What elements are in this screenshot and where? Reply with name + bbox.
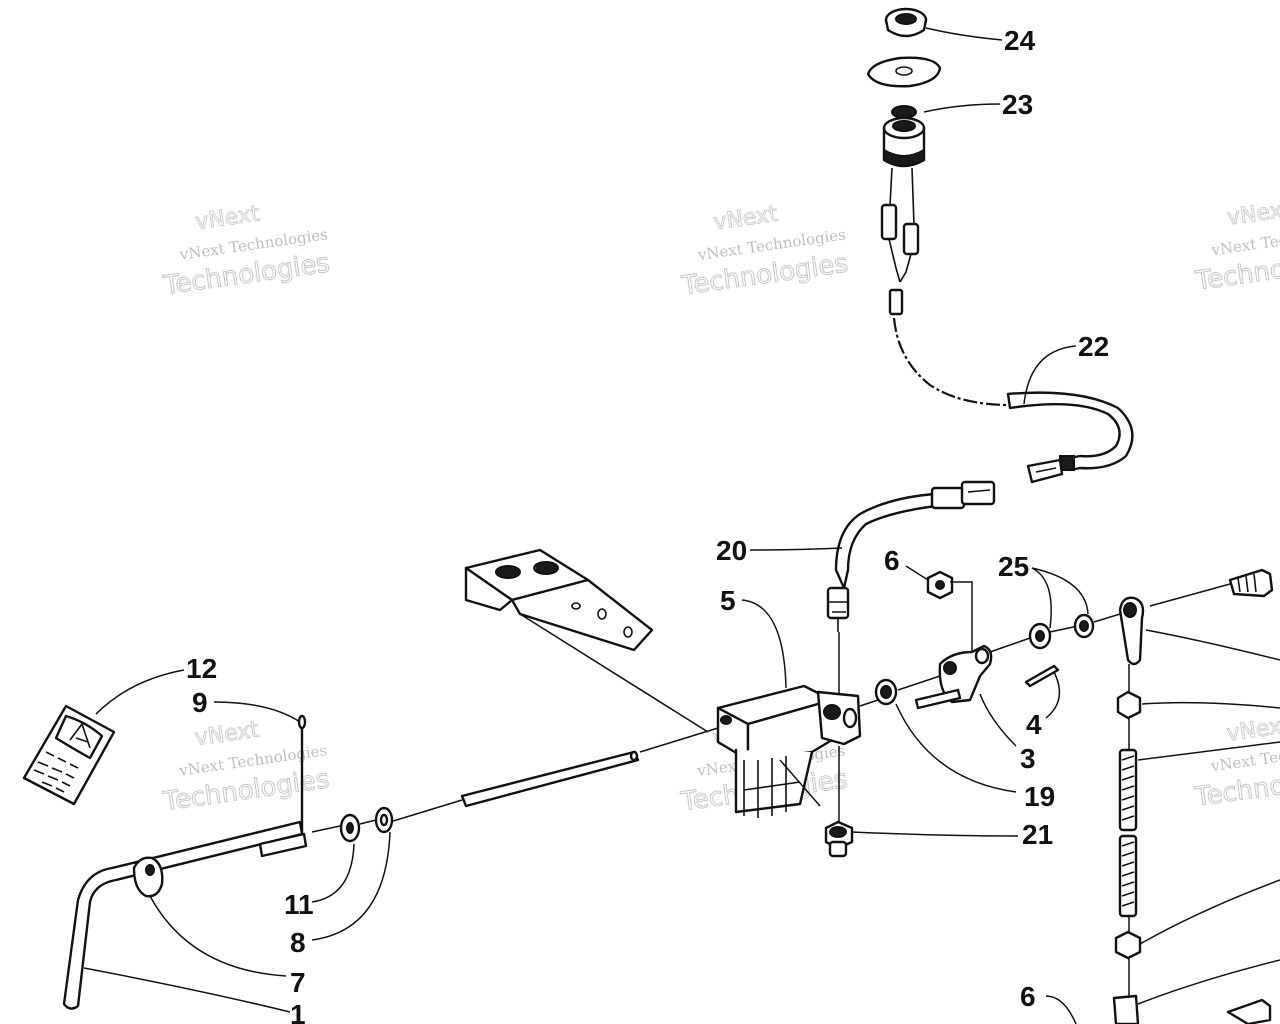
watermark-group: vNext vNext Technologies Technologies — [160, 717, 332, 818]
part-6-nut-upper — [926, 570, 954, 600]
part-20-sensor-lead — [826, 480, 996, 700]
part-23-switch — [880, 105, 926, 316]
watermark-top: vNext — [712, 202, 779, 236]
callout-12: 12 — [186, 653, 217, 684]
callout-19: 19 — [1024, 781, 1055, 812]
callout-5: 5 — [720, 585, 736, 616]
part-1-throttle-lever — [62, 819, 377, 1010]
watermark-top: vNext — [1226, 197, 1280, 231]
callout-21: 21 — [1022, 819, 1053, 850]
gasket-plate — [866, 56, 942, 88]
callout-6-upper: 6 — [884, 545, 900, 576]
watermark-top: vNext — [194, 201, 261, 235]
part-4-pin — [1024, 664, 1060, 688]
callout-22: 22 — [1078, 331, 1109, 362]
callout-3: 3 — [1020, 743, 1036, 774]
watermark-group: vNext vNext Technologies Technologies — [1192, 196, 1280, 297]
part-3-lever — [914, 644, 993, 710]
part-21-bolt — [824, 746, 854, 858]
callout-4: 4 — [1026, 709, 1042, 740]
callout-7: 7 — [290, 967, 306, 998]
leader-lines — [83, 27, 1280, 1024]
callout-8: 8 — [290, 927, 306, 958]
callout-23: 23 — [1002, 89, 1033, 120]
callout-20: 20 — [716, 535, 747, 566]
part-5-housing — [716, 684, 862, 818]
callout-6-lower: 6 — [1020, 981, 1036, 1012]
watermark-top: vNext — [1225, 713, 1280, 747]
callout-11: 11 — [284, 889, 314, 920]
part-19-nut — [874, 678, 898, 706]
callout-25: 25 — [998, 551, 1029, 582]
callout-24: 24 — [1004, 25, 1036, 56]
watermark-group: vNext vNext Technologies Technologies — [1192, 713, 1280, 814]
rod-end-linkage — [1112, 568, 1274, 1024]
part-7-collar — [132, 856, 164, 898]
part-24-cap-ring — [884, 7, 928, 38]
callout-1: 1 — [290, 999, 306, 1024]
part-11-washer — [339, 813, 361, 843]
part-22-harness — [892, 317, 1134, 484]
callout-labels: 24 23 22 20 6 25 5 4 3 19 21 12 9 11 8 7… — [186, 25, 1109, 1024]
watermark-group: vNext vNext Technologies Technologies — [161, 201, 333, 302]
watermark-top: vNext — [193, 717, 260, 751]
part-25-washers — [1028, 613, 1095, 650]
mounting-bracket — [464, 548, 709, 733]
shaft-rods — [389, 583, 1231, 823]
callout-9: 9 — [192, 687, 208, 718]
part-8-washer — [374, 806, 394, 834]
part-12-decal-card — [22, 704, 116, 806]
watermark-group: vNext vNext Technologies Technologies — [679, 201, 851, 302]
